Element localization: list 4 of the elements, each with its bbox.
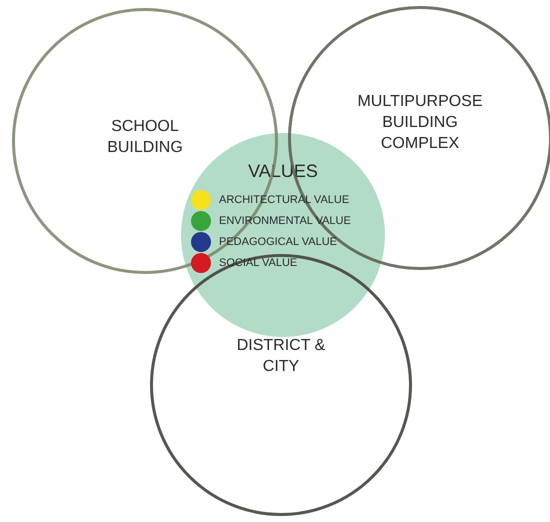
legend-label: PEDAGOGICAL VALUE bbox=[219, 236, 337, 248]
circle-label: SCHOOL BUILDING bbox=[106, 117, 184, 158]
circle-label: DISTRICT & CITY bbox=[236, 336, 326, 377]
circle-label: MULTIPURPOSE BUILDING COMPLEX bbox=[356, 92, 484, 154]
